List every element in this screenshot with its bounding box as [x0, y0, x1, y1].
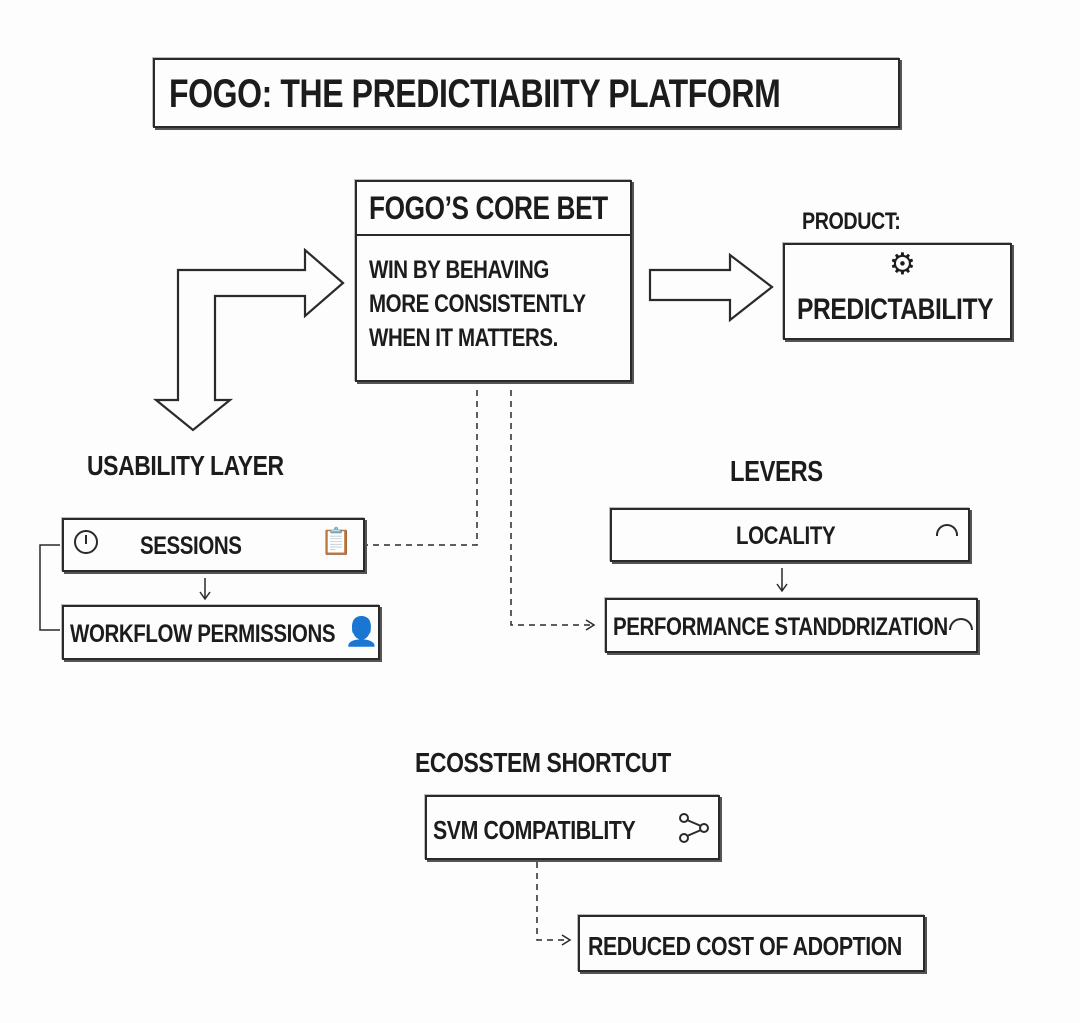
- gauge-icon: [949, 618, 973, 630]
- workflow-permissions-label: WORKFLOW PERMISSIONS: [70, 620, 336, 648]
- locality-to-performance-arrow: [776, 568, 788, 593]
- product-value: PREDICTABILITY: [797, 293, 994, 326]
- svm-compatibility-box: SVM COMPATIBLITY: [425, 795, 720, 860]
- ecosystem-heading: ECOSSTEM SHORTCUT: [415, 747, 671, 778]
- gear-icon: ⚙: [889, 248, 916, 281]
- core-bet-box: FOGO’S CORE BET WIN BY BEHAVING MORE CON…: [355, 180, 632, 382]
- core-bet-line: WIN BY BEHAVING: [369, 256, 549, 284]
- clock-icon: [74, 530, 98, 554]
- usability-bracket: [39, 544, 60, 631]
- product-label: PRODUCT:: [802, 208, 901, 235]
- sessions-box: SESSIONS 📋: [62, 518, 365, 572]
- dashed-to-performance: [510, 390, 592, 626]
- usability-layer-heading: USABILITY LAYER: [87, 450, 284, 481]
- checklist-icon: 📋: [320, 526, 353, 556]
- dashed-to-reduced-cost: [536, 862, 568, 941]
- locality-label: LOCALITY: [736, 522, 836, 550]
- workflow-permissions-box: WORKFLOW PERMISSIONS 👤: [62, 605, 380, 660]
- dashed-to-sessions: [366, 390, 478, 546]
- product-box: ⚙ PREDICTABILITY: [783, 243, 1012, 340]
- performance-standardization-box: PERFORMANCE STANDDRIZATION: [605, 598, 978, 653]
- levers-heading: LEVERS: [730, 456, 823, 488]
- sessions-label: SESSIONS: [140, 532, 242, 560]
- core-bet-line: WHEN IT MATTERS.: [369, 324, 558, 352]
- reduced-cost-label: REDUCED COST OF ADOPTION: [588, 931, 902, 961]
- network-icon: [679, 813, 709, 843]
- performance-standardization-label: PERFORMANCE STANDDRIZATION: [613, 613, 948, 641]
- usability-arrow: [152, 247, 345, 432]
- locality-box: LOCALITY: [610, 508, 970, 562]
- sessions-to-workflow-arrow: [199, 578, 211, 601]
- gauge-icon: [936, 524, 958, 536]
- product-arrow: [648, 252, 774, 323]
- title-box: FOGO: THE PREDICTIABIITY PLATFORM: [153, 58, 900, 128]
- user-icon: 👤: [344, 616, 379, 647]
- svm-compatibility-label: SVM COMPATIBLITY: [433, 815, 636, 845]
- page-title: FOGO: THE PREDICTIABIITY PLATFORM: [169, 72, 781, 116]
- core-bet-line: MORE CONSISTENTLY: [369, 290, 586, 318]
- reduced-cost-box: REDUCED COST OF ADOPTION: [578, 915, 925, 972]
- core-bet-heading: FOGO’S CORE BET: [369, 190, 608, 226]
